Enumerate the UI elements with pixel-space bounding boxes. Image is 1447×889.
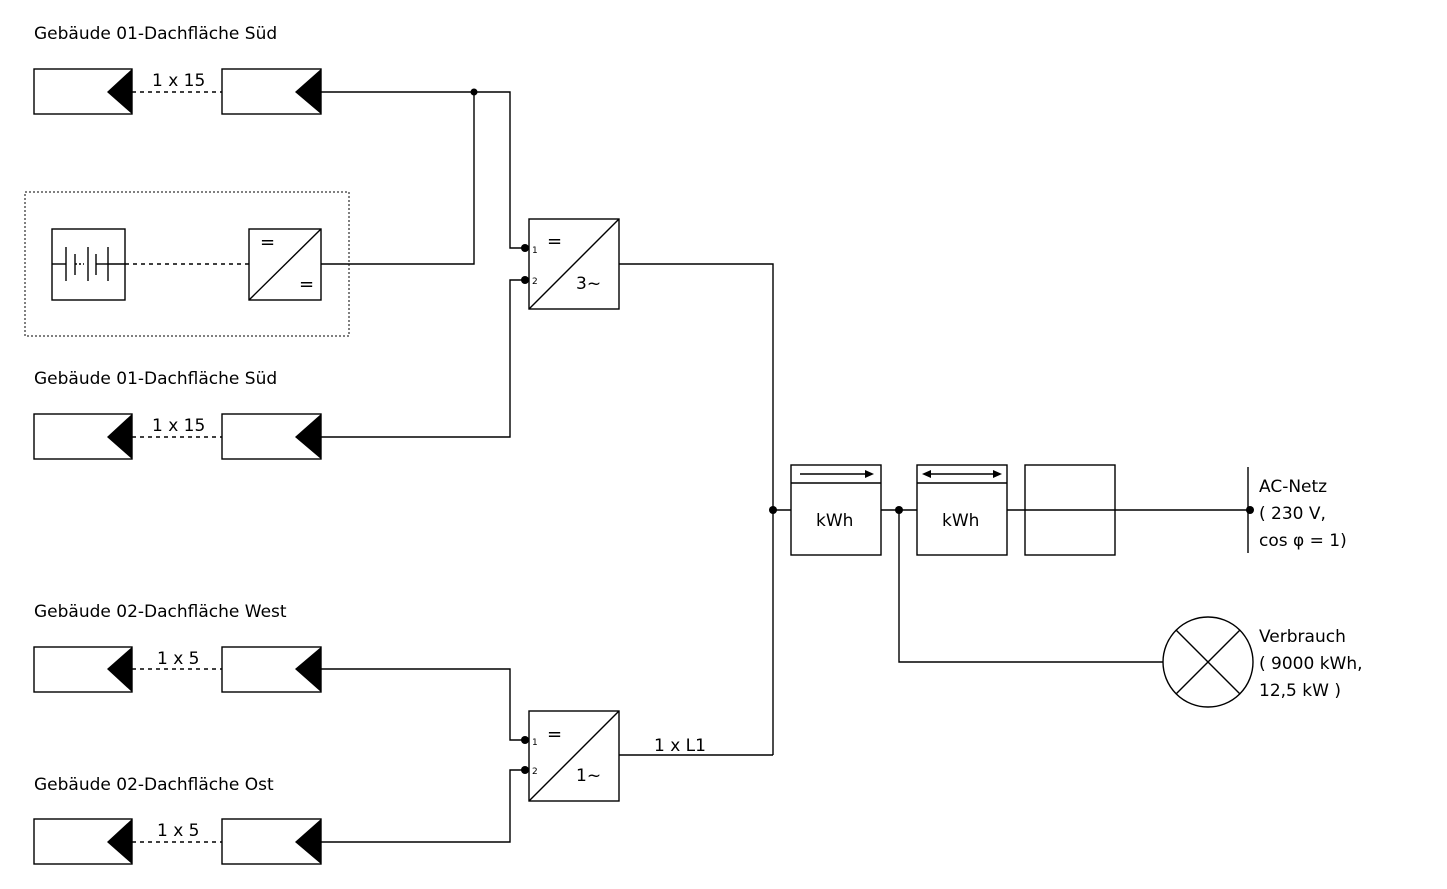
lamp-load-icon — [1162, 616, 1254, 708]
pv-module-g4-first — [33, 818, 133, 865]
converter-output-symbol: = — [299, 274, 314, 295]
pv-module-g4-last — [221, 818, 322, 865]
group4-title: Gebäude 02-Dachfläche Ost — [34, 775, 274, 795]
group4-count: 1 x 5 — [157, 821, 200, 841]
wire-storage-to-bus — [321, 92, 475, 265]
group3-title: Gebäude 02-Dachfläche West — [34, 602, 287, 622]
inverter1-pin1: 1 — [532, 246, 538, 256]
grid-label-line3: cos φ = 1) — [1259, 531, 1347, 551]
inverter1-output-symbol: 3~ — [576, 274, 601, 294]
group2-title: Gebäude 01-Dachfläche Süd — [34, 369, 277, 389]
wire-g3-to-inverter2 — [321, 668, 529, 741]
meter-bidirectional — [916, 464, 1008, 556]
junction-dot — [769, 506, 777, 514]
wire-g1-to-inverter1 — [321, 91, 529, 249]
pv-module-g1-last — [221, 68, 322, 115]
inverter2-pin1: 1 — [532, 738, 538, 748]
wire-inverter1-to-bus — [619, 263, 774, 755]
meter-generation — [790, 464, 882, 556]
pv-module-g3-last — [221, 646, 322, 693]
inverter1-pin2: 2 — [532, 277, 538, 287]
meter2-unit: kWh — [942, 511, 979, 531]
meter1-unit: kWh — [816, 511, 853, 531]
inverter2-output-symbol: 1~ — [576, 766, 601, 786]
inverter-1 — [521, 218, 620, 310]
pv-module-g2-last — [221, 413, 322, 460]
inverter2-pin2: 2 — [532, 767, 538, 777]
group2-count: 1 x 15 — [152, 416, 205, 436]
group1-count: 1 x 15 — [152, 71, 205, 91]
wire-g4-to-inverter2 — [321, 769, 529, 843]
inverter2-input-symbol: = — [547, 724, 562, 745]
wire-g2-to-inverter1 — [321, 279, 529, 438]
grid-label-line2: ( 230 V, — [1259, 504, 1326, 524]
consumption-label-line3: 12,5 kW ) — [1259, 681, 1341, 701]
group3-count: 1 x 5 — [157, 649, 200, 669]
inverter1-input-symbol: = — [547, 231, 562, 252]
grid-label-line1: AC-Netz — [1259, 477, 1327, 497]
converter-input-symbol: = — [260, 232, 275, 253]
consumption-label-line2: ( 9000 kWh, — [1259, 654, 1363, 674]
junction-dot — [1246, 506, 1254, 514]
consumption-label-line1: Verbrauch — [1259, 627, 1346, 647]
battery-icon — [51, 228, 126, 301]
inverter2-output-label: 1 x L1 — [654, 736, 706, 756]
pv-module-g1-first — [33, 68, 133, 115]
wire-to-consumer — [898, 510, 1163, 663]
pv-module-g2-first — [33, 413, 133, 460]
inverter-2 — [521, 710, 620, 802]
group1-title: Gebäude 01-Dachfläche Süd — [34, 24, 277, 44]
pv-module-g3-first — [33, 646, 133, 693]
